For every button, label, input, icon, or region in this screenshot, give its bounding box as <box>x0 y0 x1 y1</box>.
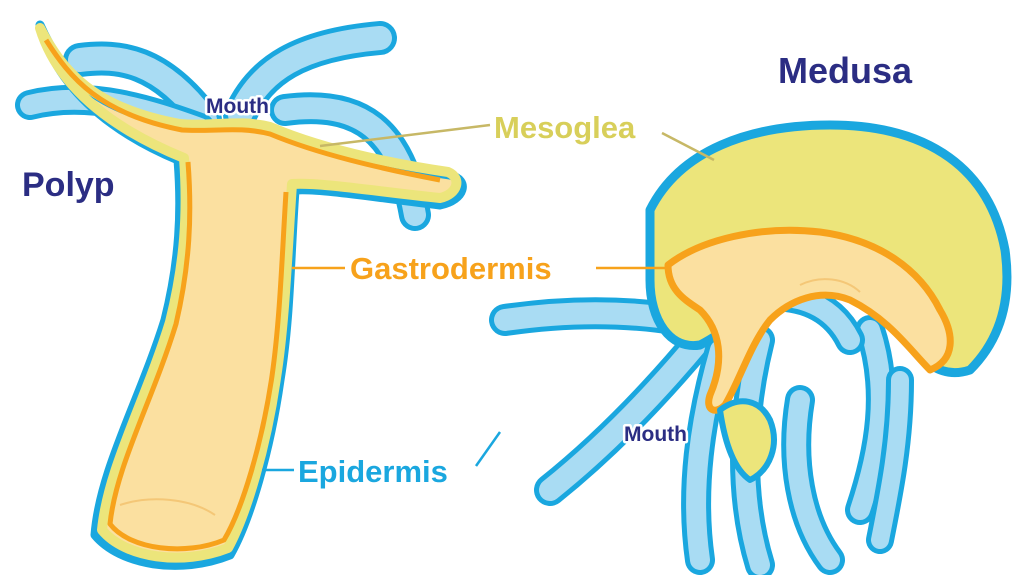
mesoglea-label: Mesoglea <box>494 110 636 145</box>
gastrodermis-label: Gastrodermis <box>350 251 552 286</box>
medusa-title: Medusa <box>778 50 913 91</box>
polyp-title: Polyp <box>22 166 115 204</box>
medusa-mouth-label: Mouth <box>624 423 687 446</box>
epidermis-label: Epidermis <box>298 454 448 489</box>
mesoglea-leader-right <box>662 133 714 160</box>
epidermis-leader-right <box>476 432 500 466</box>
polyp-mouth-label: Mouth <box>206 95 269 118</box>
